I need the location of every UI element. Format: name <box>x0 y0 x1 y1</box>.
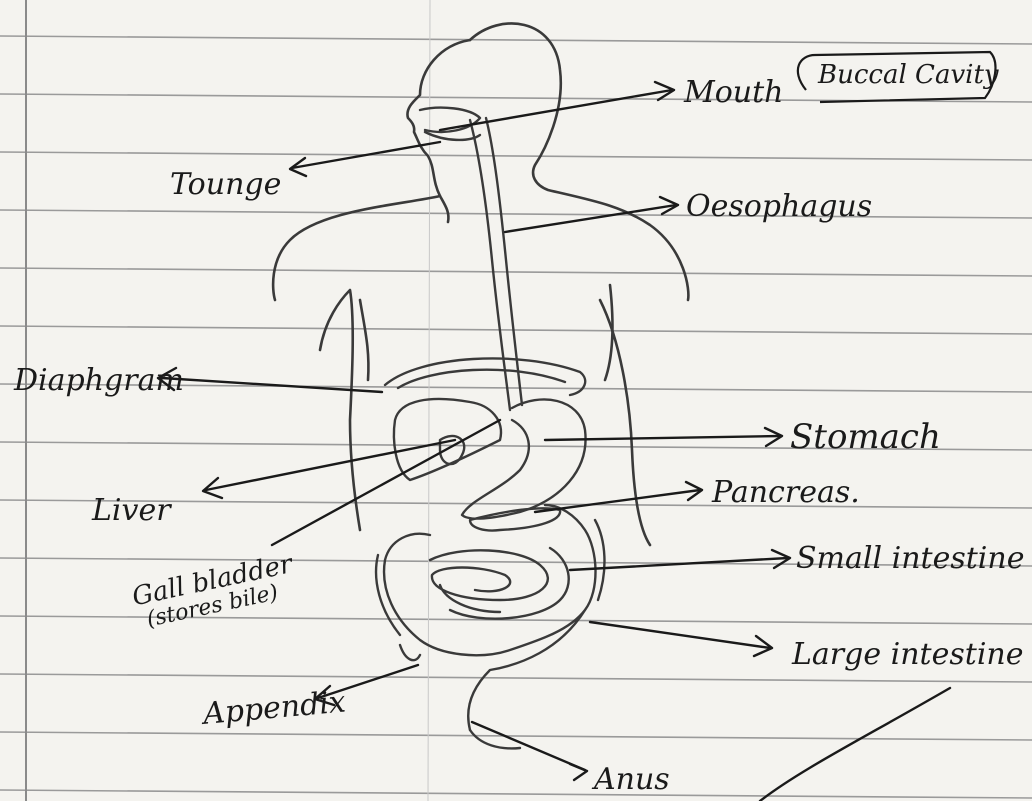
label-diaphragm: Diaphgram <box>14 366 184 396</box>
ruled-line <box>0 732 1032 740</box>
diaphragm-inner <box>398 370 565 388</box>
label-pancreas: Pancreas. <box>712 478 860 508</box>
arrow-pancreas <box>535 490 700 512</box>
label-buccal-cavity: Buccal Cavity <box>818 62 999 88</box>
left-body-side <box>360 300 368 380</box>
stomach-shape <box>462 399 586 518</box>
ruled-line <box>0 674 1032 682</box>
label-large-intestine: Large intestine <box>792 640 1024 670</box>
arrow-stomach <box>545 436 780 440</box>
appendix-shape <box>400 645 420 660</box>
arrow-anus-head <box>570 764 587 780</box>
label-anus: Anus <box>594 765 670 795</box>
ruled-line <box>0 268 1032 276</box>
label-liver: Liver <box>92 496 171 526</box>
ruled-line <box>0 36 1032 44</box>
ruled-line <box>0 326 1032 334</box>
oesophagus-tube <box>470 120 510 410</box>
ruled-line <box>0 152 1032 160</box>
liver-shape <box>394 399 501 480</box>
ruled-line <box>0 210 1032 218</box>
label-stomach: Stomach <box>790 420 941 454</box>
label-mouth: Mouth <box>684 78 783 108</box>
label-small-intestine: Small intestine <box>796 544 1024 574</box>
right-body-side <box>605 285 612 380</box>
right-arm-outline <box>600 300 650 545</box>
small-intestine-coils <box>430 548 569 619</box>
head-outline <box>470 23 688 300</box>
face-profile <box>273 40 470 300</box>
arrow-large-intestine <box>590 622 770 648</box>
label-tongue: Tounge <box>170 170 281 200</box>
ruled-line <box>0 790 1032 798</box>
arrow-anus <box>472 722 585 770</box>
left-arm-outline <box>320 290 360 530</box>
tongue-shape <box>425 132 480 140</box>
arrow-oesophagus <box>505 205 676 232</box>
stray-pen-stroke <box>760 688 950 801</box>
arrow-mouth <box>440 90 672 130</box>
arrow-gall-bladder <box>272 420 500 545</box>
label-oesophagus: Oesophagus <box>686 192 872 222</box>
diaphragm-shape <box>385 358 585 395</box>
neck-line <box>440 196 448 222</box>
